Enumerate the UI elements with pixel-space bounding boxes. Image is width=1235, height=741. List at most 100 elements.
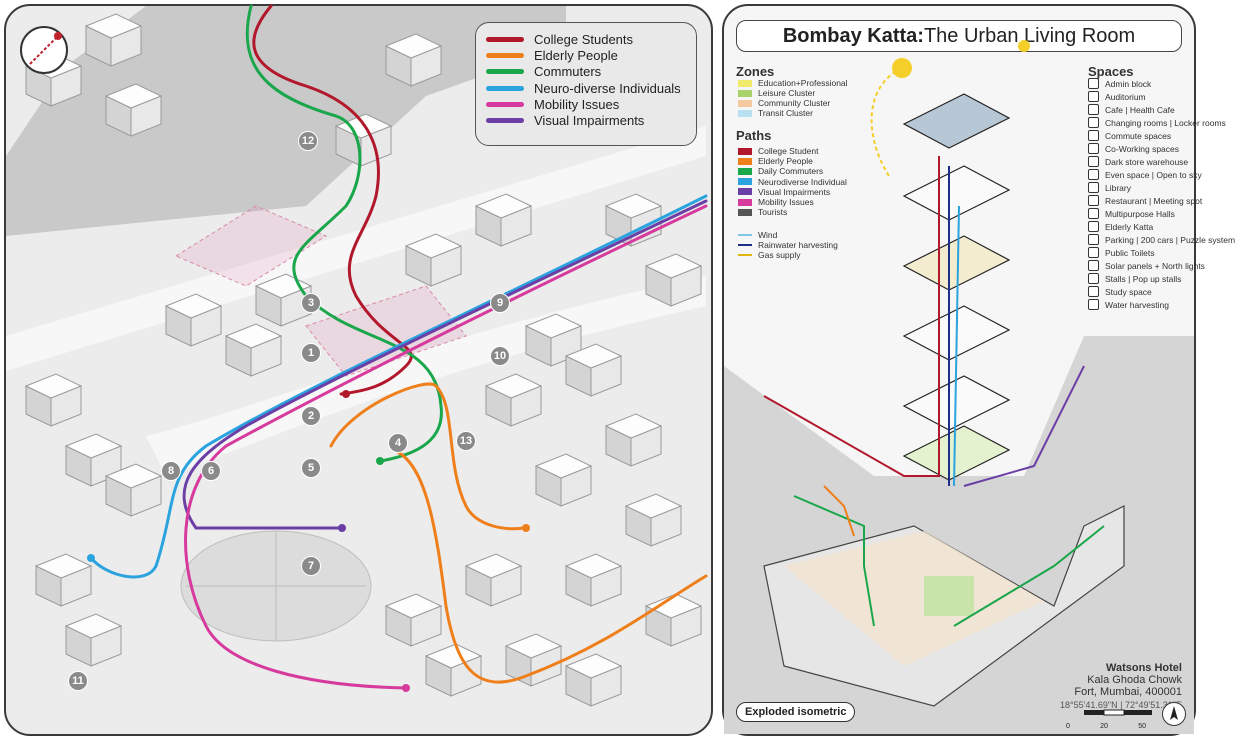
isometric-drawing	[724, 40, 1194, 734]
spaces-item: Public Toilets	[1088, 247, 1154, 258]
legend-swatch	[738, 147, 752, 155]
spaces-item: Auditorium	[1088, 91, 1146, 102]
paths-item: Elderly People	[738, 156, 813, 166]
space-icon	[1088, 182, 1099, 193]
spaces-item: Stalls | Pop up stalls	[1088, 273, 1181, 284]
route-endpoint	[402, 684, 410, 692]
legend-label: Dark store warehouse	[1105, 156, 1189, 167]
legend-label: College Students	[534, 31, 634, 47]
legend-swatch	[738, 89, 752, 97]
landmark-badge: 6	[201, 461, 221, 481]
route-path	[329, 382, 708, 684]
legend-label: Mobility Issues	[534, 96, 620, 112]
spaces-item: Water harvesting	[1088, 299, 1169, 310]
path-line	[953, 525, 1105, 627]
scale-label-0: 0	[1066, 723, 1070, 730]
legend-swatch	[486, 101, 524, 107]
space-icon	[1088, 169, 1099, 180]
legend-label: Study space	[1105, 286, 1152, 297]
building-block	[164, 293, 223, 347]
space-icon	[1088, 208, 1099, 219]
legend-swatch	[738, 178, 752, 186]
legend-label: Elderly People	[534, 47, 618, 63]
legend-label: Library	[1105, 182, 1131, 193]
legend-label: Multipurpose Halls	[1105, 208, 1175, 219]
building-block	[644, 593, 703, 647]
spaces-item: Study space	[1088, 286, 1152, 297]
building-block	[64, 613, 123, 667]
legend-swatch	[738, 109, 752, 117]
legend-label: Changing rooms | Locker rooms	[1105, 117, 1226, 128]
legend-label: Tourists	[758, 207, 788, 218]
building-block	[524, 313, 583, 367]
zones-item: Transit Cluster	[738, 108, 813, 118]
paths-item: Tourists	[738, 207, 787, 217]
building-block	[384, 593, 443, 647]
space-icon	[1088, 247, 1099, 258]
path-line	[963, 365, 1085, 487]
legend-item: Elderly People	[486, 47, 686, 63]
space-icon	[1088, 234, 1099, 245]
legend-label: Co-Working spaces	[1105, 143, 1180, 154]
building-block	[604, 413, 663, 467]
route-path	[252, 4, 413, 396]
view-label: Exploded isometric	[736, 702, 856, 722]
legend-item: Mobility Issues	[486, 96, 686, 112]
space-icon	[1088, 104, 1099, 115]
landmark-badge: 3	[301, 293, 321, 313]
legend-item: Visual Impairments	[486, 112, 686, 128]
space-icon	[1088, 156, 1099, 167]
legend-label: Neurodiverse Individual	[758, 176, 847, 187]
space-icon	[1088, 78, 1099, 89]
legend-swatch	[738, 157, 752, 165]
legend-item: College Students	[486, 31, 686, 47]
legend-item: Neuro-diverse Individuals	[486, 80, 686, 96]
legend-label: Community Cluster	[758, 98, 831, 108]
route-endpoint	[342, 390, 350, 398]
legend-label: Water harvesting	[1105, 299, 1169, 310]
title-rest: The Urban Living Room	[923, 24, 1136, 47]
legend-label: Neuro-diverse Individuals	[534, 80, 681, 96]
building-block	[224, 323, 283, 377]
legend-label: Public Toilets	[1105, 247, 1155, 258]
zones-heading: Zones	[736, 64, 775, 79]
spaces-item: Elderly Katta	[1088, 221, 1153, 232]
spaces-heading: Spaces	[1088, 64, 1134, 79]
paths-heading: Paths	[736, 128, 772, 143]
legend-label: Even space | Open to sky	[1105, 169, 1202, 180]
building-block	[24, 373, 83, 427]
north-arrow-icon	[1162, 702, 1186, 726]
service-swatch	[738, 254, 752, 256]
isometric-panel: Bombay Katta: The Urban Living Room Zone…	[722, 4, 1235, 736]
space-icon	[1088, 195, 1099, 206]
address-line-2: Kala Ghoda Chowk	[1087, 674, 1182, 686]
legend-label: Transit Cluster	[758, 108, 813, 118]
landmark-badge: 7	[301, 556, 321, 576]
building-block	[84, 13, 143, 67]
address-line-1: Watsons Hotel	[1106, 662, 1182, 674]
legend-label: Leisure Cluster	[758, 88, 816, 98]
spaces-item: Changing rooms | Locker rooms	[1088, 117, 1226, 128]
legend-swatch	[486, 85, 524, 91]
space-icon	[1088, 143, 1099, 154]
building-block	[104, 83, 163, 137]
spaces-item: Restaurant | Meeting spot	[1088, 195, 1202, 206]
building-block	[464, 553, 523, 607]
legend-swatch	[738, 167, 752, 175]
address-block: Watsons Hotel Kala Ghoda Chowk Fort, Mum…	[1074, 662, 1182, 698]
building-block	[534, 453, 593, 507]
zones-item: Leisure Cluster	[738, 88, 815, 98]
paths-item: Daily Commuters	[738, 166, 823, 176]
legend-label: Cafe | Health Cafe	[1105, 104, 1175, 115]
building-block	[424, 643, 483, 697]
route-path	[182, 199, 708, 530]
spaces-item: Solar panels + North lights	[1088, 260, 1205, 271]
spaces-item: Commute spaces	[1088, 130, 1171, 141]
legend-item: Commuters	[486, 64, 686, 80]
landmark-badge: 11	[68, 671, 88, 691]
building-block	[474, 193, 533, 247]
building-block	[564, 343, 623, 397]
route-endpoint	[338, 524, 346, 532]
